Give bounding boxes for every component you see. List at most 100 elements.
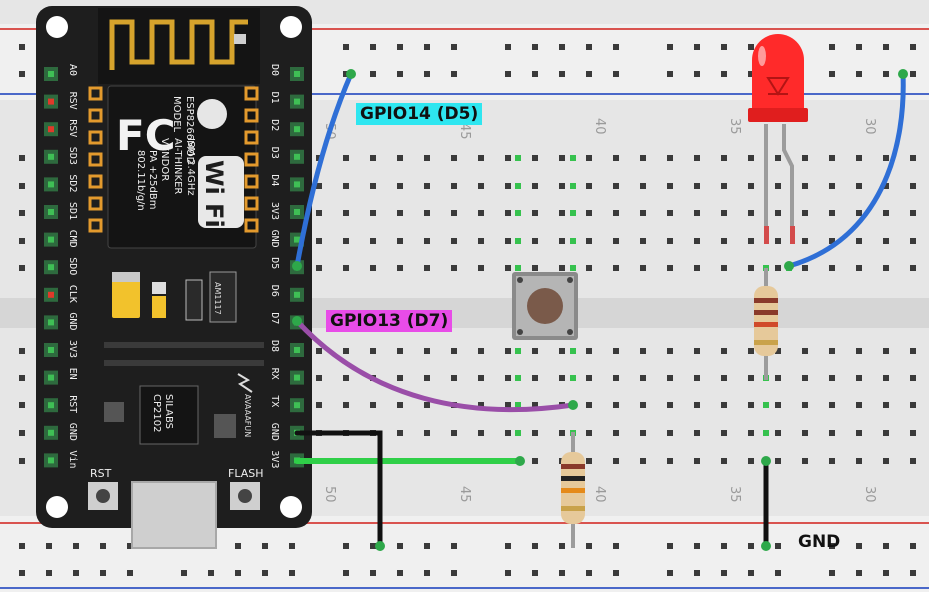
svg-text:ISM 2.4GHz: ISM 2.4GHz — [185, 138, 196, 196]
left-pin-label-0: A0 — [67, 64, 78, 76]
svg-text:VENDOR: VENDOR — [159, 138, 170, 181]
gpio14-label: GPIO14 (D5) — [356, 103, 483, 125]
svg-text:AI-THINKER: AI-THINKER — [172, 138, 183, 194]
right-pin-label-2: D2 — [269, 119, 280, 131]
flash-label: FLASH — [228, 467, 264, 480]
module-pads — [88, 86, 259, 233]
left-pin-label-12: RST — [67, 395, 78, 413]
led-symbol-icon — [766, 77, 790, 96]
mount-hole-tr — [280, 16, 302, 38]
gnd-label: GND — [798, 532, 841, 552]
antenna-area — [98, 8, 260, 84]
left-pin-label-5: SD1 — [67, 202, 78, 220]
col-num-top-3: 35 — [727, 118, 742, 135]
col-num-top-2: 40 — [592, 118, 607, 135]
svg-text:802.11b/g/n: 802.11b/g/n — [135, 150, 146, 211]
left-pin-label-8: CLK — [67, 285, 78, 303]
usb-chip-model: CP2102 — [151, 394, 162, 432]
right-pin-label-11: RX — [269, 368, 280, 380]
col-num-bottom-0: 50 — [322, 486, 337, 503]
wifi-logo-text: Wi Fi — [200, 160, 228, 228]
tantalum-capacitor — [112, 278, 140, 318]
mount-hole-tl — [46, 16, 68, 38]
vendor-logo-icon — [197, 99, 227, 129]
module-text-6: 802.11b/g/n — [135, 150, 146, 211]
led-leg-anode — [782, 124, 794, 236]
micro-usb-port[interactable] — [131, 481, 217, 549]
left-pin-label-3: SD3 — [67, 147, 78, 165]
lightning-icon — [237, 373, 253, 393]
regulator-label: AM1117 — [213, 282, 222, 315]
left-pin-label-7: SDO — [67, 257, 78, 275]
right-pin-label-12: TX — [269, 395, 280, 407]
rst-label: RST — [90, 467, 112, 480]
left-pin-label-10: 3V3 — [67, 340, 78, 358]
right-pin-label-5: 3V3 — [269, 202, 280, 220]
svg-text:ESP8266MOD: ESP8266MOD — [184, 96, 195, 165]
module-text-3: AI-THINKER — [172, 138, 183, 194]
module-text-4: ISM 2.4GHz — [185, 138, 196, 196]
mount-hole-br — [280, 496, 302, 518]
led-resistor — [754, 268, 778, 380]
wire-led-gnd[interactable] — [786, 71, 906, 269]
wires — [294, 71, 906, 549]
right-pin-label-0: D0 — [269, 64, 280, 76]
col-num-top-1: 45 — [457, 123, 472, 140]
antenna-trace — [109, 19, 248, 70]
wifi-logo — [198, 156, 244, 228]
led — [748, 34, 808, 244]
right-pin-label-9: D7 — [269, 312, 280, 324]
left-pin-label-11: EN — [67, 368, 78, 380]
wire-gnd-board[interactable] — [294, 430, 383, 549]
col-num-bottom-4: 30 — [862, 486, 877, 503]
push-button-cap — [527, 288, 563, 324]
wire-ends — [292, 69, 908, 551]
module-text-1: ESP8266MOD — [184, 96, 195, 165]
wire-gpio13[interactable] — [294, 318, 576, 413]
module-text-2: VENDOR — [159, 138, 170, 181]
col-num-bottom-1: 45 — [457, 486, 472, 503]
led-body — [752, 34, 804, 112]
left-pin-label-2: RSV — [67, 119, 78, 137]
right-pin-label-8: D6 — [269, 285, 280, 297]
usb-chip — [139, 385, 199, 445]
wire-gpio14[interactable] — [294, 71, 354, 269]
fc-logo: FC — [116, 111, 176, 160]
button-resistor — [561, 432, 585, 548]
left-pin-label-1: RSV — [67, 92, 78, 110]
nodemcu-board: FC MODEL ESP8266MOD VENDOR AI-THINKER IS… — [36, 6, 312, 549]
voltage-regulator — [209, 271, 237, 323]
module-text-5: PA +25dBm — [147, 150, 158, 209]
resistor-body — [754, 286, 778, 356]
mount-hole-bl — [46, 496, 68, 518]
left-pin-label-4: SD2 — [67, 174, 78, 192]
maker-label: AVAAAFUN — [243, 394, 252, 437]
left-pin-label-6: CMD — [67, 230, 78, 248]
resistor-smd — [185, 279, 203, 321]
small-capacitor — [152, 296, 166, 318]
right-pin-label-6: GND — [269, 230, 280, 248]
svg-text:MODEL: MODEL — [171, 96, 182, 133]
right-pin-label-14: 3V3 — [269, 450, 280, 468]
svg-text:PA +25dBm: PA +25dBm — [147, 150, 158, 209]
usb-chip-brand: SILABS — [163, 394, 174, 429]
right-pin-label-1: D1 — [269, 92, 280, 104]
led-rim — [748, 108, 808, 122]
right-pin-label-13: GND — [269, 423, 280, 441]
col-num-top-4: 30 — [862, 118, 877, 135]
right-pin-label-3: D3 — [269, 147, 280, 159]
col-num-bottom-2: 40 — [592, 486, 607, 503]
left-pin-label-14: Vin — [67, 450, 78, 468]
smd-rows — [104, 342, 264, 366]
push-button[interactable] — [512, 272, 578, 340]
gpio13-label: GPIO13 (D7) — [326, 310, 453, 332]
right-pin-label-4: D4 — [269, 174, 280, 186]
module-text-0: MODEL — [171, 96, 182, 133]
right-pin-label-10: D8 — [269, 340, 280, 352]
antenna-cap — [234, 34, 246, 44]
left-pin-label-13: GND — [67, 423, 78, 441]
left-pin-label-9: GND — [67, 312, 78, 330]
